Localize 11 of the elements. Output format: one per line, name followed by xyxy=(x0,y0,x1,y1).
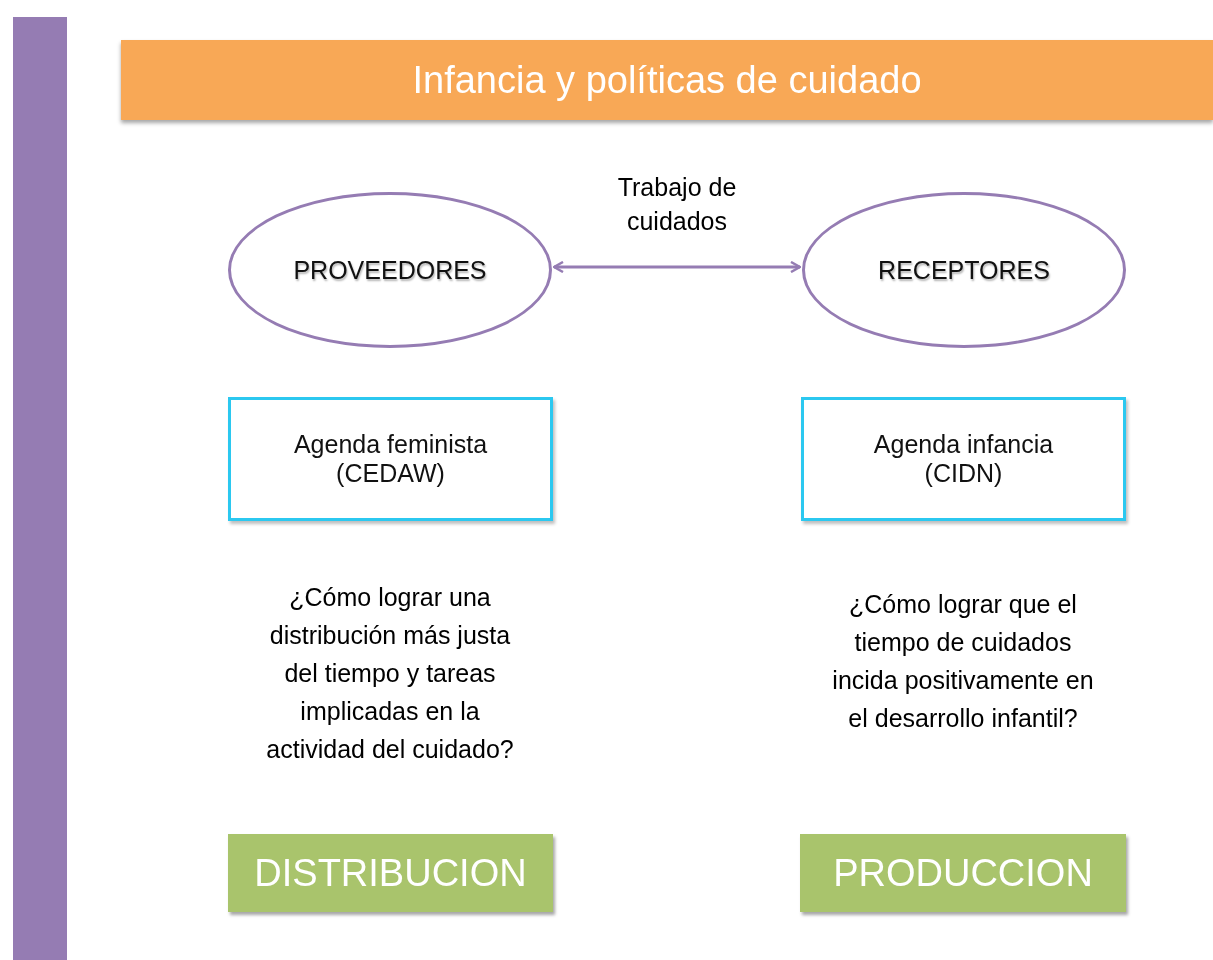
result-box: DISTRIBUCION xyxy=(228,834,553,912)
double-arrow xyxy=(552,260,802,274)
ellipse-node: RECEPTORES xyxy=(802,192,1126,348)
result-box: PRODUCCION xyxy=(800,834,1126,912)
ellipse-node: PROVEEDORES xyxy=(228,192,552,348)
title-banner: Infancia y políticas de cuidado xyxy=(121,40,1213,120)
question-text: ¿Cómo lograr que el tiempo de cuidados incida positivamente en el desarrollo infantil? xyxy=(831,589,1095,734)
agenda-box: Agenda infancia (CIDN) xyxy=(801,397,1126,521)
agenda-box: Agenda feminista (CEDAW) xyxy=(228,397,553,521)
side-bar xyxy=(13,17,67,960)
question-text: ¿Cómo lograr una distribución más justa del tiempo y tareas implicadas en la actividad del cuidado? xyxy=(265,582,515,765)
